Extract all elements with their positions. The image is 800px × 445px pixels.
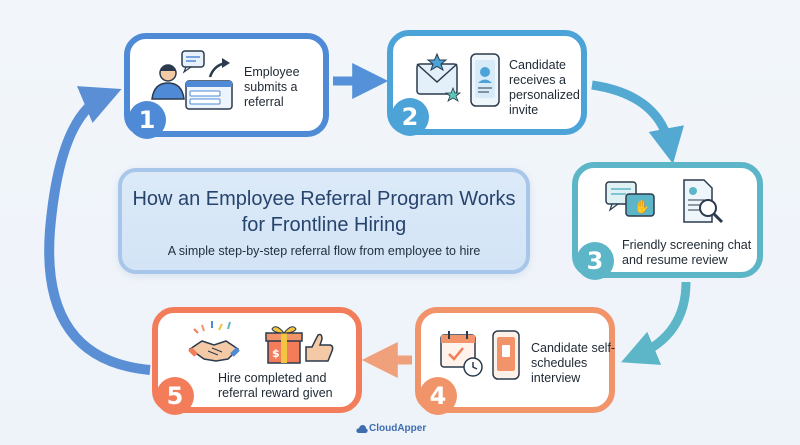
arrow-2-to-3: [591, 80, 685, 164]
step-3-label: Friendly screening chat and resume revie…: [622, 238, 752, 267]
step-5-card: $ Hire completed and referral reward giv…: [152, 307, 362, 415]
cloud-logo-icon: [356, 425, 368, 433]
step-1-label: Employee submits a referral: [244, 65, 300, 109]
step-4-card: Candidate self-schedules interview 4: [415, 307, 616, 415]
svg-text:✋: ✋: [634, 199, 650, 215]
chat-wave-icon: ✋: [605, 181, 655, 217]
step-1-card: Employee submits a referral 1: [124, 33, 329, 139]
confetti-icon: [193, 321, 231, 334]
step-2-label: Candidate receives a personalized invite: [509, 58, 580, 117]
step-2-badge: 2: [391, 98, 429, 136]
brand-logo-text: CloudApper: [369, 423, 427, 434]
gift-icon: $: [265, 326, 303, 364]
thumbs-up-icon: [305, 333, 334, 362]
step-1-badge: 1: [128, 101, 166, 139]
handshake-icon: [188, 340, 240, 362]
step-3-icons: ✋: [605, 179, 724, 224]
chat-bubble-icon: [181, 50, 205, 74]
title-panel: How an Employee Referral Program Works f…: [118, 168, 530, 274]
arrow-5-to-1: [44, 86, 151, 375]
phone-profile-icon: [470, 53, 500, 107]
diagram-title: How an Employee Referral Program Works f…: [132, 188, 516, 236]
person-icon: [151, 64, 185, 100]
calendar-clock-icon: [440, 331, 483, 377]
resume-search-icon: [683, 179, 724, 224]
step-5-badge: 5: [156, 377, 194, 415]
envelope-star-icon: [416, 52, 462, 102]
phone-icon: [492, 330, 520, 380]
step-5-label: Hire completed and referral reward given: [218, 371, 333, 400]
step-3-badge: 3: [576, 242, 614, 280]
step-3-card: ✋ Friendly screening chat and resume rev…: [572, 162, 763, 280]
step-5-icons: $: [188, 321, 334, 364]
arrow-up-icon: [208, 58, 230, 78]
diagram-subtitle: A simple step-by-step referral flow from…: [167, 244, 481, 258]
svg-text:$: $: [272, 347, 280, 360]
arrow-3-to-4: [621, 281, 691, 365]
form-icon: [185, 80, 233, 110]
step-4-icons: [440, 330, 520, 380]
step-4-label: Candidate self-schedules interview: [531, 341, 616, 385]
step-2-icons: [416, 52, 500, 107]
step-2-card: Candidate receives a personalized invite…: [387, 30, 587, 136]
step-4-badge: 4: [419, 377, 457, 415]
step-1-icons: [151, 50, 233, 110]
